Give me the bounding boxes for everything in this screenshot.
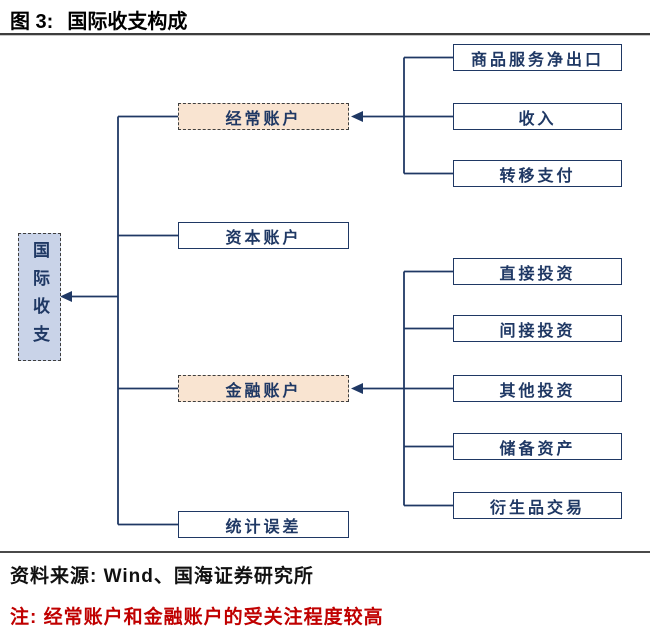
- node-financial-account: 金融账户: [178, 375, 349, 402]
- title-divider: [0, 33, 650, 35]
- arrowhead-to-root: [60, 291, 72, 302]
- node-transfer-payments: 转移支付: [453, 160, 622, 187]
- figure-number-label: 图 3:: [10, 11, 54, 33]
- figure-title-text: 国际收支构成: [67, 11, 188, 33]
- node-other-investment: 其他投资: [453, 375, 622, 402]
- node-balance-of-payments: 国际收支: [18, 233, 61, 361]
- footer-divider: [0, 551, 650, 553]
- data-source-line: 资料来源: Wind、国海证券研究所: [10, 566, 314, 587]
- node-direct-investment: 直接投资: [453, 258, 622, 285]
- node-current-account: 经常账户: [178, 103, 349, 130]
- node-reserve-assets: 储备资产: [453, 433, 622, 460]
- note-line: 注: 经常账户和金融账户的受关注程度较高: [10, 607, 384, 628]
- figure-title: 图 3: 国际收支构成: [10, 5, 187, 34]
- node-income: 收入: [453, 103, 622, 130]
- node-statistical-discrepancy: 统计误差: [178, 511, 349, 538]
- node-indirect-investment: 间接投资: [453, 315, 622, 342]
- node-net-exports-goods-services: 商品服务净出口: [453, 44, 622, 71]
- arrowhead-to-current-account: [351, 111, 363, 122]
- node-derivatives-trading: 衍生品交易: [453, 492, 622, 519]
- arrowhead-to-financial-account: [351, 383, 363, 394]
- node-capital-account: 资本账户: [178, 222, 349, 249]
